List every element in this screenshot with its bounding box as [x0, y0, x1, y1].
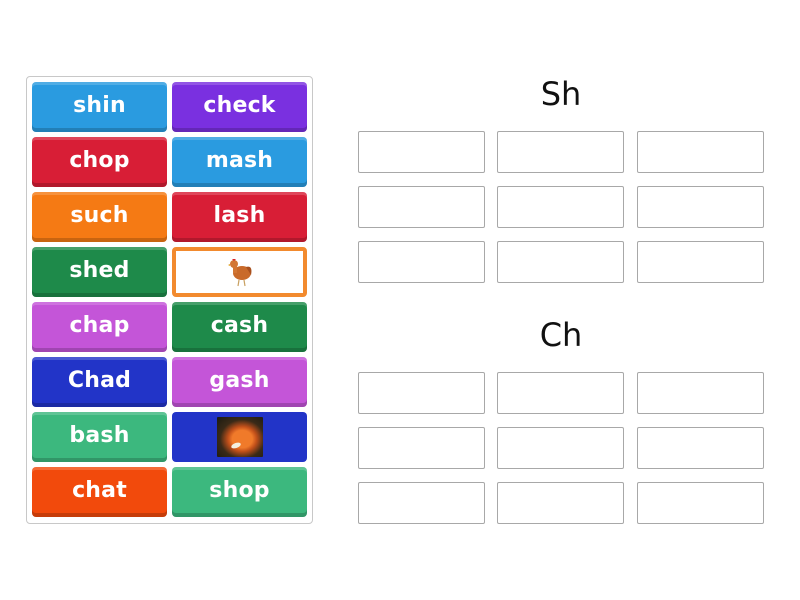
- drop-slot-ch-5[interactable]: [497, 427, 624, 469]
- drop-slot-sh-5[interactable]: [497, 186, 624, 228]
- word-tile-such[interactable]: such: [32, 192, 167, 242]
- tile-label: bash: [69, 423, 130, 448]
- word-tile-chap[interactable]: chap: [32, 302, 167, 352]
- word-tile-shed[interactable]: shed: [32, 247, 167, 297]
- drop-slot-ch-3[interactable]: [637, 372, 764, 414]
- group-heading-sh: Sh: [540, 75, 582, 113]
- drop-slot-ch-9[interactable]: [637, 482, 764, 524]
- drop-slot-sh-4[interactable]: [358, 186, 485, 228]
- drop-slot-sh-2[interactable]: [497, 131, 624, 173]
- drop-slot-ch-7[interactable]: [358, 482, 485, 524]
- tile-label: lash: [213, 203, 266, 228]
- word-tile-shin[interactable]: shin: [32, 82, 167, 132]
- goldfish-icon: [216, 417, 263, 457]
- word-tile-check[interactable]: check: [172, 82, 307, 132]
- word-tile-chop[interactable]: chop: [32, 137, 167, 187]
- image-tile-hen[interactable]: [172, 247, 307, 297]
- word-tile-cash[interactable]: cash: [172, 302, 307, 352]
- tile-label: cash: [210, 313, 269, 338]
- image-tile-goldfish[interactable]: [172, 412, 307, 462]
- tile-label: Chad: [67, 368, 132, 393]
- word-tile-mash[interactable]: mash: [172, 137, 307, 187]
- drop-slot-sh-9[interactable]: [637, 241, 764, 283]
- drop-slot-ch-8[interactable]: [497, 482, 624, 524]
- drop-slot-sh-6[interactable]: [637, 186, 764, 228]
- tile-label: such: [70, 203, 129, 228]
- tile-label: chap: [69, 313, 130, 338]
- word-tile-bash[interactable]: bash: [32, 412, 167, 462]
- tile-label: chop: [69, 148, 130, 173]
- tile-label: mash: [205, 148, 274, 173]
- drop-slot-sh-7[interactable]: [358, 241, 485, 283]
- hen-icon: [227, 259, 251, 287]
- tile-label: shed: [69, 258, 130, 283]
- tile-label: shop: [209, 478, 270, 503]
- drop-slot-ch-1[interactable]: [358, 372, 485, 414]
- tile-label: gash: [209, 368, 270, 393]
- word-tile-chad[interactable]: Chad: [32, 357, 167, 407]
- tile-label: chat: [72, 478, 127, 503]
- tile-label: shin: [73, 93, 126, 118]
- drop-slot-ch-6[interactable]: [637, 427, 764, 469]
- drop-slot-sh-3[interactable]: [637, 131, 764, 173]
- word-tile-lash[interactable]: lash: [172, 192, 307, 242]
- word-tile-chat[interactable]: chat: [32, 467, 167, 517]
- drop-slot-sh-8[interactable]: [497, 241, 624, 283]
- tile-label: check: [203, 93, 276, 118]
- word-tile-shop[interactable]: shop: [172, 467, 307, 517]
- group-heading-ch: Ch: [539, 316, 583, 354]
- drop-slot-ch-4[interactable]: [358, 427, 485, 469]
- word-tile-gash[interactable]: gash: [172, 357, 307, 407]
- drop-slot-ch-2[interactable]: [497, 372, 624, 414]
- drop-slot-sh-1[interactable]: [358, 131, 485, 173]
